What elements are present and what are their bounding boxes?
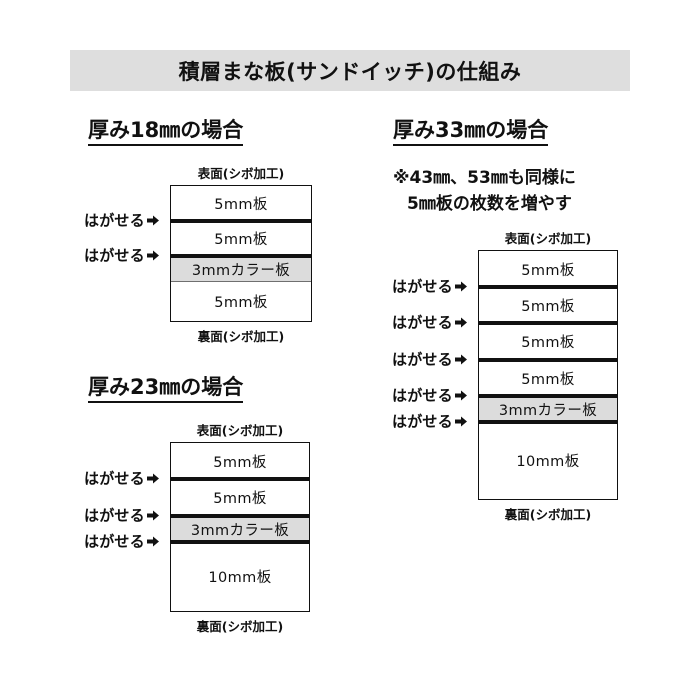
layer-label: 5mm板	[213, 491, 267, 507]
right-arrow-icon	[146, 471, 160, 485]
section-heading-33mm: 厚み33㎜の場合	[393, 118, 549, 147]
right-arrow-icon	[146, 248, 160, 262]
peel-line-33mm-2	[479, 358, 617, 362]
right-arrow-icon	[454, 279, 468, 293]
back-surface-label-23mm: 裏面(シボ加工)	[196, 619, 284, 634]
peel-label-33mm-2: はがせる	[392, 349, 468, 370]
front-surface-label-33mm: 表面(シボ加工)	[504, 231, 592, 246]
peel-line-18mm-1	[171, 254, 311, 258]
layer-33mm-3: 5mm板	[479, 360, 617, 396]
stack-diagram-18mm: 表面(シボ加工) 5mm板 5mm板 3mmカラー板 5mm板 裏面(シボ加工)	[170, 166, 312, 344]
layer-label: 5mm板	[213, 454, 267, 471]
layer-label: 5mm板	[214, 294, 268, 311]
layer-23mm-2-color-board: 3mmカラー板	[171, 516, 309, 542]
layer-label: 3mmカラー板	[190, 522, 290, 539]
layer-label: 5mm板	[214, 232, 268, 248]
page-title: 積層まな板(サンドイッチ)の仕組み	[178, 59, 522, 84]
peel-line-33mm-3	[479, 394, 617, 398]
peel-label-text: はがせる	[392, 277, 453, 296]
peel-label-text: はがせる	[84, 469, 145, 488]
peel-line-33mm-0	[479, 285, 617, 289]
peel-label-text: はがせる	[84, 246, 145, 265]
layer-18mm-1: 5mm板	[171, 221, 311, 256]
layer-label: 10mm板	[208, 569, 272, 586]
front-surface-label-23mm: 表面(シボ加工)	[196, 423, 284, 438]
title-banner: 積層まな板(サンドイッチ)の仕組み	[70, 50, 630, 91]
layer-label: 3mmカラー板	[191, 262, 291, 279]
peel-label-18mm-1: はがせる	[84, 245, 160, 266]
layer-18mm-0: 5mm板	[171, 186, 311, 221]
peel-label-text: はがせる	[84, 532, 145, 551]
peel-label-33mm-1: はがせる	[392, 312, 468, 333]
peel-label-text: はがせる	[392, 313, 453, 332]
section-note-line1: ※43㎜、53㎜も同様に	[393, 168, 576, 188]
section-heading-23mm: 厚み23㎜の場合	[88, 375, 244, 404]
right-arrow-icon	[146, 213, 160, 227]
section-note-line2: 5㎜板の枚数を増やす	[407, 193, 572, 214]
right-arrow-icon	[146, 534, 160, 548]
peel-line-23mm-0	[171, 477, 309, 481]
peel-label-23mm-1: はがせる	[84, 505, 160, 526]
peel-label-33mm-4: はがせる	[392, 411, 468, 432]
layer-33mm-2: 5mm板	[479, 323, 617, 360]
stack-box-18mm: 5mm板 5mm板 3mmカラー板 5mm板	[170, 185, 312, 322]
peel-line-23mm-2	[171, 540, 309, 544]
layer-label: 5mm板	[521, 335, 575, 351]
peel-line-18mm-0	[171, 219, 311, 223]
right-arrow-icon	[454, 414, 468, 428]
peel-line-33mm-1	[479, 321, 617, 325]
peel-line-23mm-1	[171, 514, 309, 518]
peel-label-text: はがせる	[392, 350, 453, 369]
layer-18mm-2-color-board: 3mmカラー板	[171, 256, 311, 282]
peel-label-text: はがせる	[392, 412, 453, 431]
peel-label-33mm-0: はがせる	[392, 276, 468, 297]
layer-18mm-3: 5mm板	[171, 282, 311, 320]
right-arrow-icon	[454, 315, 468, 329]
peel-label-text: はがせる	[84, 506, 145, 525]
peel-label-18mm-0: はがせる	[84, 210, 160, 231]
stack-box-33mm: 5mm板 5mm板 5mm板 5mm板 3mmカラー板 10mm板	[478, 250, 618, 500]
peel-label-text: はがせる	[392, 386, 453, 405]
stack-diagram-23mm: 表面(シボ加工) 5mm板 5mm板 3mmカラー板 10mm板 裏面(シボ加工…	[170, 423, 310, 634]
layer-label: 10mm板	[516, 453, 580, 470]
layer-label: 3mmカラー板	[498, 402, 598, 419]
layer-label: 5mm板	[521, 298, 575, 315]
right-arrow-icon	[454, 388, 468, 402]
back-surface-label-33mm: 裏面(シボ加工)	[504, 507, 592, 522]
front-surface-label-18mm: 表面(シボ加工)	[197, 166, 285, 181]
layer-23mm-0: 5mm板	[171, 443, 309, 479]
peel-label-33mm-3: はがせる	[392, 385, 468, 406]
layer-33mm-4-color-board: 3mmカラー板	[479, 396, 617, 422]
layer-33mm-1: 5mm板	[479, 287, 617, 323]
right-arrow-icon	[454, 352, 468, 366]
right-arrow-icon	[146, 508, 160, 522]
stack-box-23mm: 5mm板 5mm板 3mmカラー板 10mm板	[170, 442, 310, 612]
layer-label: 5mm板	[521, 371, 575, 388]
layer-23mm-3: 10mm板	[171, 542, 309, 610]
layer-33mm-0: 5mm板	[479, 251, 617, 287]
peel-label-23mm-2: はがせる	[84, 531, 160, 552]
layer-23mm-1: 5mm板	[171, 479, 309, 516]
layer-label: 5mm板	[214, 197, 268, 213]
peel-label-23mm-0: はがせる	[84, 468, 160, 489]
section-heading-18mm: 厚み18㎜の場合	[88, 118, 244, 147]
layer-label: 5mm板	[521, 262, 575, 279]
stack-diagram-33mm: 表面(シボ加工) 5mm板 5mm板 5mm板 5mm板 3mmカラー板 10m…	[478, 231, 618, 522]
back-surface-label-18mm: 裏面(シボ加工)	[197, 329, 285, 344]
peel-label-text: はがせる	[84, 211, 145, 230]
peel-line-33mm-4	[479, 420, 617, 424]
section-note-33mm: ※43㎜、53㎜も同様に 5㎜板の枚数を増やす	[393, 166, 576, 217]
layer-33mm-5: 10mm板	[479, 422, 617, 498]
